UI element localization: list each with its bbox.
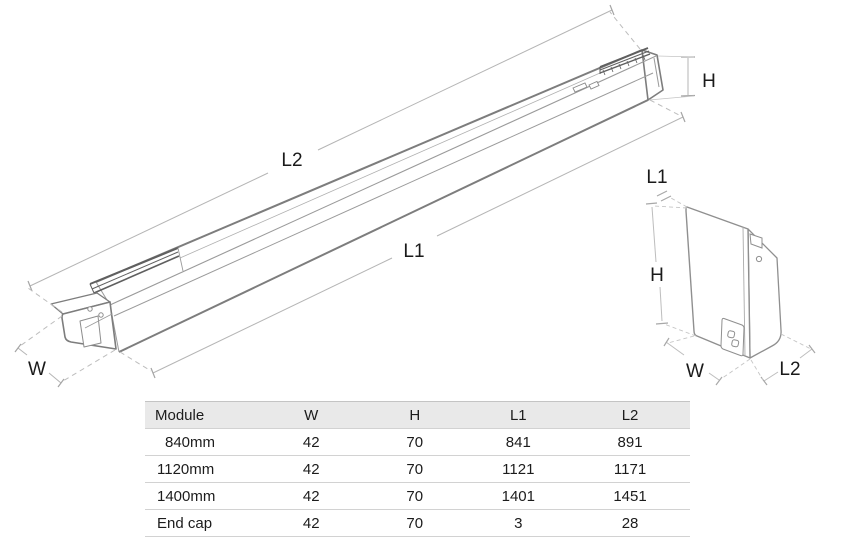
luminaire-front-face xyxy=(110,56,656,352)
end-cap-piece xyxy=(50,292,117,350)
cell-w: 42 xyxy=(259,482,363,510)
dim-h-main xyxy=(648,55,696,101)
cell-l1: 3 xyxy=(466,509,571,537)
table-row: 1120mm 42 70 1121 1171 xyxy=(145,455,690,483)
dim-w-main xyxy=(14,315,116,388)
luminaire-end-profile xyxy=(641,49,664,101)
dim-l1-end xyxy=(656,190,688,208)
cell-w: 42 xyxy=(259,428,363,456)
dim-w-end xyxy=(663,335,751,386)
dim-label-l2-main: L2 xyxy=(281,150,302,171)
endcap-tab xyxy=(749,233,763,249)
table-row: 1400mm 42 70 1401 1451 xyxy=(145,482,690,510)
cell-module: End cap xyxy=(145,509,260,537)
dim-label-w-main: W xyxy=(28,359,46,380)
dim-label-h-end: H xyxy=(650,265,664,286)
main-drawing: L2 L1 H xyxy=(14,4,716,388)
dim-label-l2-end: L2 xyxy=(779,359,800,380)
cell-h: 70 xyxy=(362,455,467,483)
table-row: End cap 42 70 3 28 xyxy=(145,509,690,537)
cell-module: 1120mm xyxy=(145,455,260,483)
logo-icon xyxy=(727,330,740,348)
dim-label-l1-end: L1 xyxy=(646,167,667,188)
cell-l1: 841 xyxy=(466,428,571,456)
cell-l2: 1451 xyxy=(570,482,690,510)
cell-module: 1400mm xyxy=(145,482,260,510)
cell-w: 42 xyxy=(259,509,363,537)
table-header-row: Module W H L1 L2 xyxy=(145,401,690,429)
cell-h: 70 xyxy=(362,428,467,456)
endcap-sticker xyxy=(720,317,745,357)
table-row: 840mm 42 70 841 891 xyxy=(145,428,690,456)
end-cap-view: L1 H W L xyxy=(645,167,816,386)
cell-h: 70 xyxy=(362,482,467,510)
dimensions-table: Module W H L1 L2 840mm 42 70 841 891 112… xyxy=(145,401,690,537)
dim-l2-main xyxy=(27,4,641,313)
endcap-hole xyxy=(755,255,763,263)
cell-l2: 1171 xyxy=(570,455,690,483)
dim-label-w-end: W xyxy=(686,361,704,382)
track-detail-right xyxy=(599,47,651,76)
track-detail-left xyxy=(89,247,184,294)
endcap-body xyxy=(747,228,782,359)
dim-label-l1-main: L1 xyxy=(403,241,424,262)
col-header-h: H xyxy=(362,401,467,429)
dim-l1-main xyxy=(119,99,686,379)
cell-l2: 28 xyxy=(570,509,690,537)
dim-h-end xyxy=(645,202,697,337)
cell-l2: 891 xyxy=(570,428,690,456)
cell-l1: 1121 xyxy=(466,455,571,483)
dimension-drawing: L2 L1 H xyxy=(14,4,816,388)
dim-label-h-main: H xyxy=(702,71,716,92)
col-header-l2: L2 xyxy=(570,401,690,429)
connector-clips xyxy=(572,80,600,93)
dim-l2-end xyxy=(750,333,816,386)
cell-l1: 1401 xyxy=(466,482,571,510)
col-header-module: Module xyxy=(145,401,260,429)
cell-w: 42 xyxy=(259,455,363,483)
cell-h: 70 xyxy=(362,509,467,537)
cell-module: 840mm xyxy=(145,428,260,456)
col-header-w: W xyxy=(259,401,363,429)
luminaire-top-face xyxy=(96,50,656,305)
col-header-l1: L1 xyxy=(466,401,571,429)
